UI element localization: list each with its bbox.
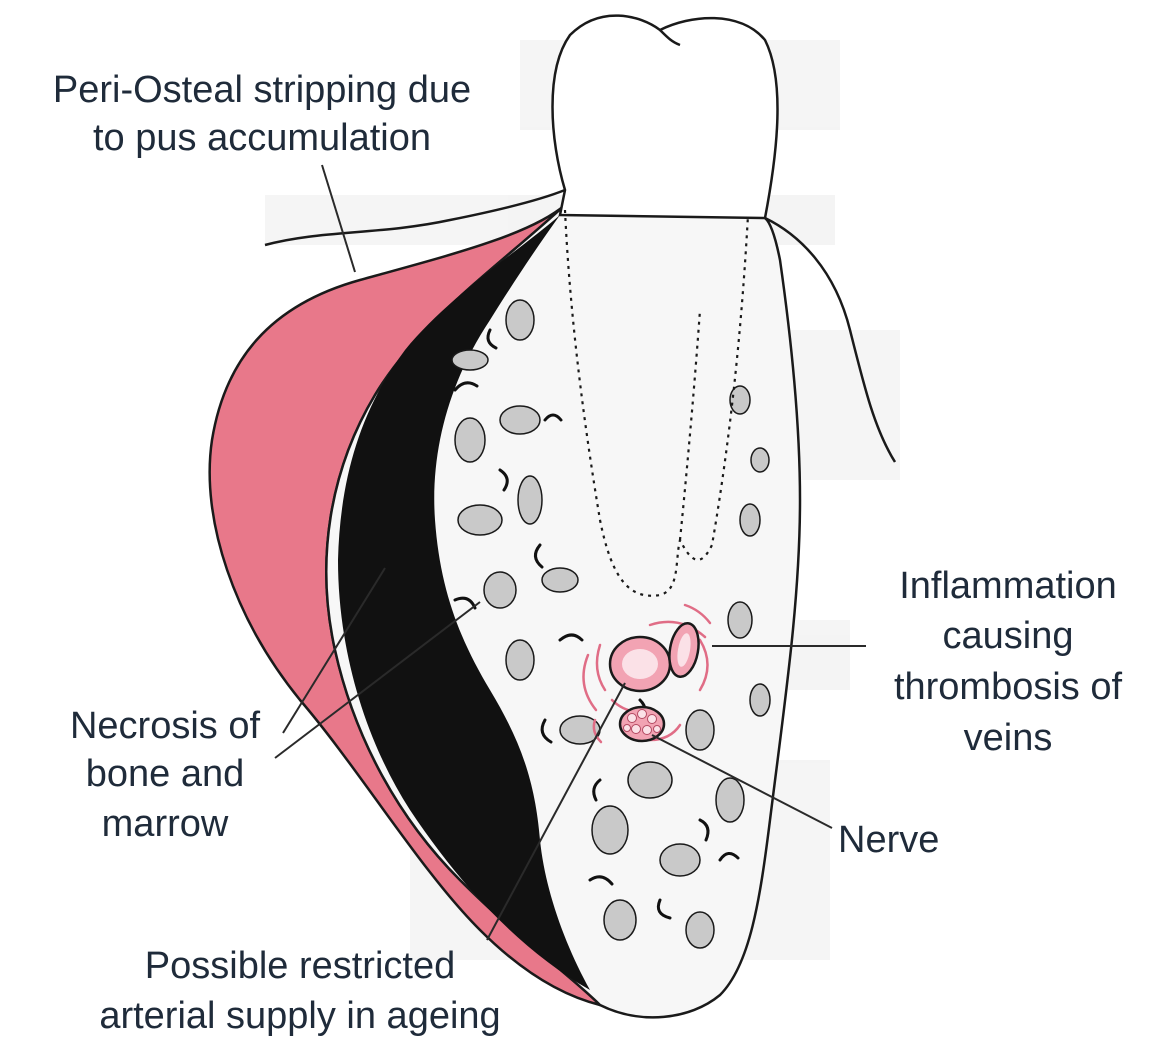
label-nerve: Nerve [838, 819, 939, 861]
label-necrosis-line2: bone and [86, 753, 245, 795]
label-arterial-supply: Possible restricted arterial supply in a… [99, 945, 500, 1037]
label-inflammation-line2: causing [943, 615, 1074, 657]
label-necrosis-line1: Necrosis of [70, 705, 260, 747]
label-necrosis-line3: marrow [102, 803, 229, 845]
label-periosteal-stripping: Peri-Osteal stripping due to pus accumul… [53, 69, 471, 159]
label-periosteal-line2: to pus accumulation [93, 117, 431, 159]
nerve-bundle [620, 707, 664, 741]
label-inflammation: Inflammation causing thrombosis of veins [894, 565, 1123, 759]
label-inflammation-line1: Inflammation [899, 565, 1117, 607]
label-arterial-line1: Possible restricted [145, 945, 455, 987]
label-inflammation-line4: veins [964, 717, 1053, 759]
label-necrosis: Necrosis of bone and marrow [70, 705, 260, 845]
tooth-crown [553, 16, 778, 218]
label-arterial-line2: arterial supply in ageing [99, 995, 500, 1037]
label-inflammation-line3: thrombosis of [894, 666, 1123, 708]
label-periosteal-line1: Peri-Osteal stripping due [53, 69, 471, 111]
artery-lumen [622, 649, 658, 679]
